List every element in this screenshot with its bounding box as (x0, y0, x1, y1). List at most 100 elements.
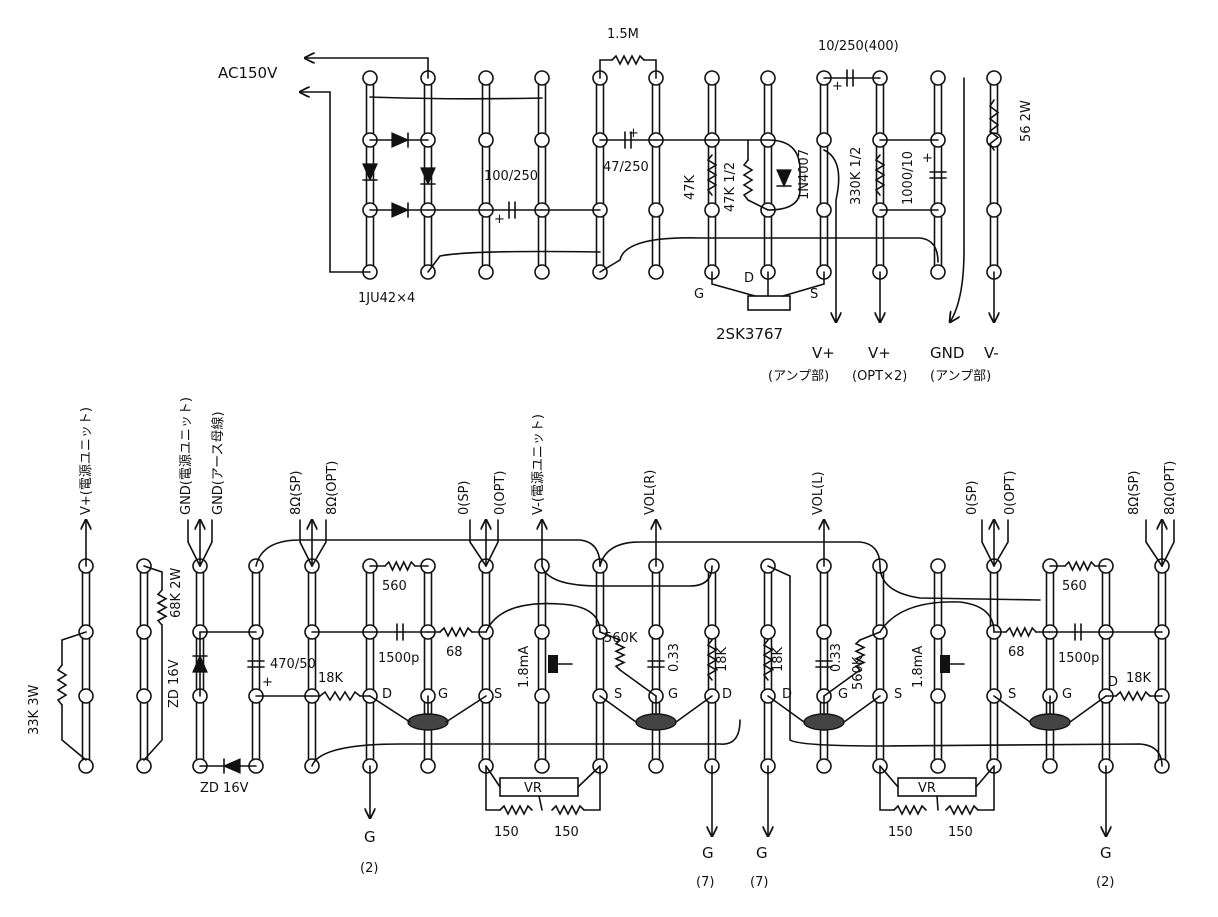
r-33k (56, 664, 68, 706)
psu-strip-post (763, 77, 773, 273)
vr-right-label: VR (918, 781, 936, 796)
out-gnd-amp: GND (930, 344, 965, 362)
c-033-left-label: 0.33 (667, 643, 682, 672)
amp-opt-r: 8Ω(OPT) (1163, 460, 1178, 515)
r-150-c: 150 (888, 825, 913, 840)
psu-strip-terminal (534, 132, 550, 148)
fet2-s: S (614, 687, 623, 702)
g2-left-num: (2) (360, 861, 379, 876)
r-33k-label: 33K 3W (27, 684, 42, 735)
r-560k-left (614, 639, 626, 671)
r-150-d (945, 804, 979, 816)
r-56-2w (988, 99, 1000, 151)
g2-right: G (1100, 844, 1112, 862)
r-68k-label: 68K 2W (169, 567, 184, 618)
fet1-d: D (382, 687, 393, 702)
psu-strip-terminal (362, 70, 378, 86)
psu-strip-post (875, 77, 885, 273)
amp-strip-terminal (534, 758, 550, 774)
wire (187, 519, 201, 567)
psu-strip-terminal (648, 202, 664, 218)
r-47k (706, 154, 718, 196)
r-18k-mid2-label: 18K (771, 646, 786, 672)
jfet-body (407, 713, 449, 731)
jfet-body (803, 713, 845, 731)
r-68k (156, 589, 168, 626)
psu-strip-post (707, 77, 717, 273)
c-470-plus: + (262, 675, 273, 690)
c-10-250-label: 10/250(400) (818, 39, 899, 54)
r-150-c (893, 804, 927, 816)
psu-strip-terminal (534, 70, 550, 86)
bridge-diode (391, 132, 410, 148)
amp-strip-terminal (930, 558, 946, 574)
amp-strip-post (365, 565, 375, 767)
psu-strip-terminal (930, 264, 946, 280)
r-18k-right-label: 18K (1126, 671, 1152, 686)
wire (577, 765, 601, 788)
amp-strip-terminal (78, 758, 94, 774)
psu-strip-terminal (816, 132, 832, 148)
psu-strip-post (819, 77, 829, 273)
r-150-d: 150 (948, 825, 973, 840)
power-supply-board (300, 54, 1002, 322)
amp-strip-terminal (420, 758, 436, 774)
fet3-d: D (782, 687, 793, 702)
amp-strip-terminal (704, 624, 720, 640)
psu-strip-post (651, 77, 661, 273)
c-1000-plus: + (922, 151, 933, 166)
r-1-5m (611, 54, 645, 66)
wire (61, 631, 87, 666)
diode-1n4007-label: 1N4007 (797, 148, 812, 200)
wire (485, 602, 601, 633)
g7-b-num: (7) (750, 875, 769, 890)
amp-strip-terminal (648, 758, 664, 774)
r-330k (874, 154, 886, 196)
amp-strip-post (1157, 565, 1167, 767)
amp-strip-terminal (136, 758, 152, 774)
amplifier-board (56, 519, 1175, 836)
c-filter-plus: + (628, 126, 639, 141)
psu-strip-terminal (478, 264, 494, 280)
amp-opt-l: 8Ω(OPT) (325, 460, 340, 515)
r-560-right (1064, 560, 1096, 572)
mosfet-body (747, 295, 791, 311)
vr-right (897, 777, 977, 797)
amp-strip-terminal (760, 624, 776, 640)
g2-left: G (364, 828, 376, 846)
jfet-body (1029, 713, 1071, 731)
amp-strip-post (1045, 565, 1055, 767)
wire (1145, 519, 1163, 567)
psu-strip-post (537, 77, 547, 273)
wire (599, 631, 621, 641)
wire (859, 631, 881, 641)
wire (445, 695, 487, 723)
wire (485, 765, 501, 811)
out-gnd-amp-sub: (アンプ部) (930, 369, 992, 384)
wire (369, 695, 411, 723)
fet2-g: G (668, 687, 679, 702)
amp-strip-terminal (136, 624, 152, 640)
out-vplus-amp: V+ (812, 344, 835, 362)
r-56-2w-label: 56 2W (1019, 100, 1034, 142)
vr-left-label: VR (524, 781, 542, 796)
wire (143, 624, 163, 761)
wire (675, 695, 713, 723)
r-47k-half (742, 159, 754, 201)
wire (975, 765, 995, 788)
psu-strip-terminal (534, 264, 550, 280)
r-68-left-label: 68 (446, 645, 463, 660)
r-560-right-label: 560 (1062, 579, 1087, 594)
psu-strip-post (933, 77, 943, 273)
amp-strip-post (251, 565, 261, 767)
wire (747, 199, 769, 211)
psu-strip-terminal (478, 70, 494, 86)
amp-vol-l: VOL(L) (811, 471, 826, 515)
wire (843, 695, 881, 723)
mosfet-pin-d: D (744, 271, 755, 286)
amp-strip-post (537, 565, 547, 767)
out-arrow-vplus-amp (823, 149, 839, 322)
r-560k-left-label: 560K (604, 631, 638, 646)
c-47-250-label: 47/250 (603, 160, 649, 175)
wire (936, 795, 939, 811)
